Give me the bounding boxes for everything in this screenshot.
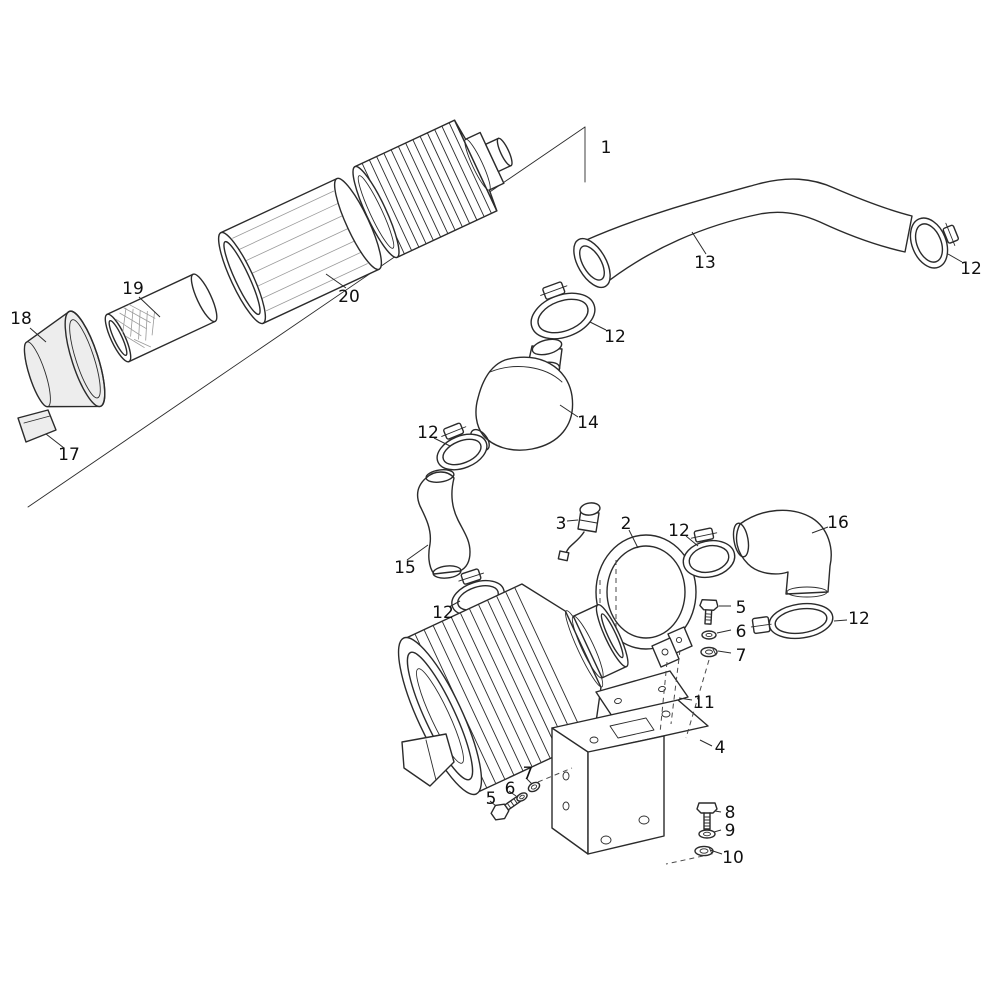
callout-7b: 7	[523, 764, 534, 784]
callout-7a: 7	[736, 646, 747, 666]
part-3-sensor	[557, 502, 601, 562]
assembly-reference-line	[27, 126, 586, 508]
callout-12e: 12	[668, 521, 690, 541]
callout-12d: 12	[432, 603, 454, 623]
callout-9: 9	[725, 821, 736, 841]
callout-19: 19	[122, 279, 144, 299]
part-1-main-canister	[397, 583, 629, 796]
callout-10: 10	[722, 848, 744, 868]
callout-14: 14	[577, 413, 599, 433]
part-13-intake-tube	[573, 178, 913, 289]
part-6-washer-left	[516, 792, 528, 802]
callout-2: 2	[621, 514, 632, 534]
callout-12b: 12	[604, 327, 626, 347]
callout-3: 3	[556, 514, 567, 534]
part-10-lock-washer	[694, 845, 714, 857]
callout-6b: 6	[505, 779, 516, 799]
part-17-clip	[17, 409, 57, 443]
callout-11: 11	[693, 693, 715, 713]
callout-6a: 6	[736, 622, 747, 642]
callout-5a: 5	[736, 598, 747, 618]
part-7-nut-right	[700, 646, 718, 658]
part-12-hose-clamp-band	[682, 527, 736, 579]
part-15-curved-hose	[416, 469, 471, 579]
callout-5b: 5	[486, 789, 497, 809]
callout-8: 8	[725, 803, 736, 823]
callout-18: 18	[10, 309, 32, 329]
part-5-bolt-right	[699, 598, 719, 625]
callout-13: 13	[694, 253, 716, 273]
part-16-elbow-hose	[732, 509, 832, 598]
callout-20: 20	[338, 287, 360, 307]
callout-17: 17	[58, 445, 80, 465]
alignment-dashed-lines	[537, 649, 710, 865]
part-2-mounting-band	[595, 534, 697, 668]
part-4-mounting-bracket	[551, 699, 709, 855]
part-19-safety-element	[104, 273, 218, 363]
part-12-hose-clamp-tube-left	[530, 281, 596, 340]
callout-15: 15	[394, 558, 416, 578]
part-18-end-cap	[23, 310, 106, 408]
part-14-housing-cone	[470, 338, 574, 452]
part-8-bolt	[696, 802, 718, 830]
callout-1: 1	[601, 138, 612, 158]
callout-16: 16	[827, 513, 849, 533]
callout-leader-lines	[29, 231, 963, 855]
part-1-bellows-housing	[352, 119, 513, 259]
callout-labels: 1 18 17 19 20 13 12 12 14 12 15 12 3 2 1…	[10, 138, 982, 868]
callout-4: 4	[715, 738, 726, 758]
callout-12f: 12	[848, 609, 870, 629]
callout-12c: 12	[417, 423, 439, 443]
callout-12a: 12	[960, 259, 982, 279]
part-12-hose-clamp-elbow	[750, 602, 834, 640]
part-9-washer	[698, 829, 716, 839]
part-6-washer-right	[701, 630, 717, 640]
part-12-hose-clamp-tube-right	[909, 217, 959, 269]
part-12-hose-clamp-housing	[436, 422, 488, 471]
part-dust-valve	[401, 733, 455, 787]
